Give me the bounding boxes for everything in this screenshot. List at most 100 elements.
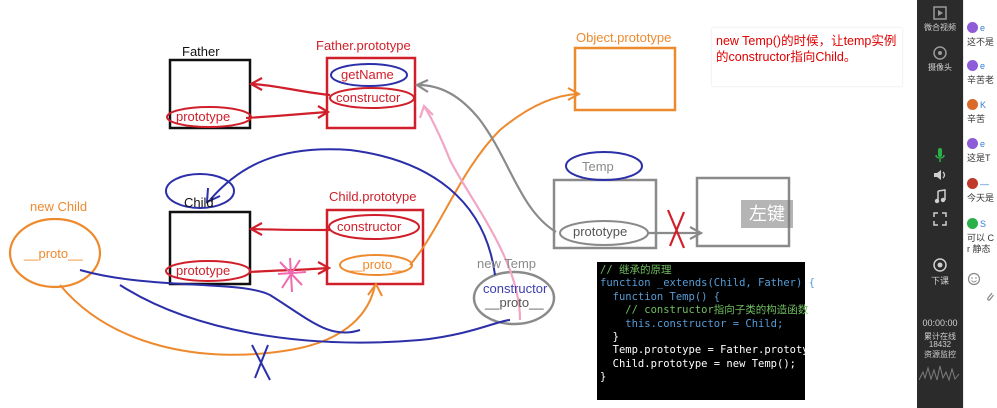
chat-user[interactable]: S [980, 218, 987, 229]
father-prototype-box [325, 56, 417, 130]
chat-text: 今天是 [967, 193, 995, 204]
chat-text: r 静态 [967, 244, 991, 254]
father-constructor-label: constructor [336, 90, 401, 105]
arrow-father-prototype-to-fp [245, 110, 328, 120]
avatar [967, 60, 978, 72]
code-line: // 继承的原理 [600, 264, 672, 276]
mic-toggle[interactable] [917, 146, 963, 164]
video-toggle-label: 微合视频 [924, 23, 956, 32]
code-line: } [600, 371, 607, 384]
chat-user[interactable]: K [980, 99, 987, 110]
blue-arrowhead-child [205, 187, 221, 204]
child-label-ellipse [165, 173, 235, 209]
child-label: Child [184, 195, 214, 210]
chat-message: K 辛苦 [967, 99, 997, 129]
chat-message: S 可以 C [967, 218, 997, 248]
camera-icon [933, 46, 947, 60]
timer: 00:00:00 [922, 318, 958, 328]
chat-message: e 这是T [967, 138, 997, 168]
code-line: Temp.prototype = Father.prototype; [600, 344, 828, 357]
fullscreen-button[interactable] [917, 210, 963, 228]
temp-label-ellipse [565, 151, 643, 181]
chat-message: — 今天是 [967, 178, 997, 208]
new-child-label: new Child [30, 199, 88, 214]
getname-label: getName [341, 67, 394, 82]
video-toggle[interactable]: 微合视频 [917, 4, 963, 33]
child-constructor-ellipse [328, 214, 420, 240]
end-class-icon [933, 258, 947, 272]
left-click-hint: 左键 [741, 200, 793, 228]
whiteboard[interactable]: Father Father.prototype getName construc… [0, 0, 917, 408]
orange-newchild-proto-to-cp [59, 284, 376, 356]
code-line: // constructor指向子类的构造函数 [600, 304, 809, 317]
new-child-proto-label: __proto__ [24, 246, 83, 261]
code-line: Child.prototype = new Temp(); [600, 357, 796, 370]
diagram-canvas [8, 46, 791, 381]
video-icon [933, 6, 947, 20]
new-temp-proto-label: __proto__ [485, 295, 544, 310]
arrowhead-cp [317, 261, 332, 275]
stat-label: 累计在线 [924, 332, 956, 341]
red-cross-temp-link [666, 209, 686, 249]
orange-cp-proto-to-object [409, 93, 579, 266]
live-control-rail: 微合视频 摄像头 下课 00:00:00 累计在线 18432 资源监控 [917, 0, 963, 408]
chat-text: 辛苦 [967, 114, 986, 125]
code-line: function Temp() { [600, 290, 721, 303]
volume-button[interactable] [917, 166, 963, 184]
child-box [168, 210, 252, 286]
object-prototype-box [573, 46, 677, 112]
father-constructor-ellipse [329, 87, 415, 109]
orange-arrowhead-object [567, 87, 582, 101]
temp-prototype-prop-label: prototype [573, 224, 628, 239]
arrowhead-child [248, 222, 263, 236]
pink-arrowhead [418, 103, 434, 119]
chat-message: r 静态 [967, 240, 997, 270]
father-prototype-prop-label: prototype [176, 109, 231, 124]
music-note-icon [934, 189, 946, 204]
chat-user[interactable]: e [980, 138, 986, 149]
chat-message: e 辛苦老 [967, 60, 997, 90]
blue-newchild-bottom [119, 284, 511, 344]
avatar [967, 99, 978, 111]
blue-cross [251, 344, 271, 381]
chat-text: 这不是 [967, 37, 995, 48]
chat-message: e 这不是 [967, 22, 997, 52]
chat-user[interactable]: — [980, 178, 989, 189]
child-proto-link-ellipse [339, 254, 413, 276]
camera-toggle-label: 摄像头 [928, 63, 952, 72]
emoji-icon[interactable] [967, 272, 981, 286]
child-prototype-label: Child.prototype [329, 189, 417, 204]
speaker-icon [934, 170, 946, 180]
attachment-icon[interactable] [984, 290, 996, 304]
audio-waveform [919, 365, 960, 382]
orange-arrowhead-cp [367, 282, 383, 297]
code-snippet: // 继承的原理 function _extends(Child, Father… [597, 262, 828, 400]
child-constructor-label: constructor [337, 219, 402, 234]
avatar [967, 22, 978, 34]
pink-newtemp-to-father-prototype [424, 107, 522, 321]
pink-cross-mark [277, 257, 307, 293]
new-child-ellipse [8, 217, 102, 289]
chat-user[interactable]: e [980, 22, 986, 33]
gray-arrowhead-target [689, 226, 704, 240]
avatar [967, 138, 978, 150]
music-button[interactable] [917, 188, 963, 206]
father-label: Father [182, 44, 220, 59]
camera-toggle[interactable]: 摄像头 [917, 44, 963, 73]
chat-user[interactable]: e [980, 60, 986, 71]
child-proto-link-label: __proto__ [348, 257, 407, 272]
arrow-cp-constructor-to-child [251, 227, 331, 232]
gray-arrowhead-fp [414, 78, 429, 93]
chat-panel: e 这不是 e 辛苦老 K 辛苦 e 这是T — 今天是 S 可以 C r 静态 [963, 0, 997, 408]
new-temp-ellipse [472, 270, 556, 326]
child-prototype-prop-label: prototype [176, 263, 231, 278]
code-line: } [600, 331, 619, 344]
expand-icon [933, 212, 947, 226]
blue-newtemp-to-child [209, 148, 496, 276]
gray-temp-to-father-prototype [417, 83, 557, 233]
code-line: this.constructor = Child; [600, 317, 784, 330]
getname-ellipse [330, 63, 408, 87]
end-class-button[interactable]: 下课 [917, 256, 963, 287]
blue-newchild-to-child-proto [79, 269, 361, 334]
arrowhead-fp [317, 105, 331, 119]
